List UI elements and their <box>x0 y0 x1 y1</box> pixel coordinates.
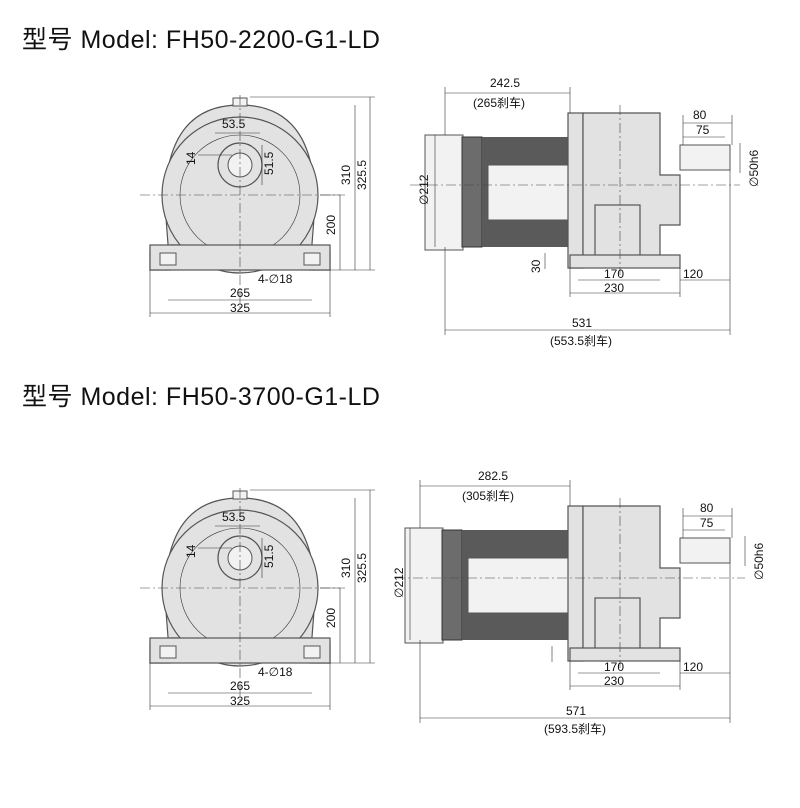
dim-mount-holes: 4-∅18 <box>258 272 293 286</box>
dim-height-310: 310 <box>339 165 353 185</box>
dim-shaft-top: 53.5 <box>222 510 246 524</box>
front-view: 53.5 14 51.5 200 310 325.5 4-∅18 265 325 <box>140 95 375 317</box>
dim-shaft-dia: ∅50h6 <box>747 150 761 187</box>
dim-motor-dia: ∅212 <box>417 174 431 205</box>
model-title-2: 型号 Model: FH50-3700-G1-LD <box>22 383 381 411</box>
dim-motor-length: 242.5 <box>490 76 520 90</box>
dim-shaft-75: 75 <box>696 123 710 137</box>
dim-mount-holes: 4-∅18 <box>258 665 293 679</box>
dim-shaft-dia: ∅50h6 <box>752 543 766 580</box>
drawing-model-2: 53.5 14 51.5 200 310 325.5 4-∅18 265 325 <box>0 468 800 808</box>
dim-total-length-brake: (553.5刹车) <box>550 333 612 348</box>
dim-base-inner: 265 <box>230 286 250 300</box>
dim-shaft-75: 75 <box>700 516 714 530</box>
dim-shaft-offset: 51.5 <box>262 544 276 568</box>
dim-base-thick: 30 <box>529 259 543 273</box>
drawing-model-1: 53.5 14 51.5 200 310 325.5 4-∅18 265 325 <box>0 75 800 415</box>
dim-motor-length-brake: (305刹车) <box>462 488 514 503</box>
dim-total-length: 531 <box>572 316 592 330</box>
dim-motor-dia: ∅212 <box>392 567 406 598</box>
dim-shaft-offset: 51.5 <box>262 151 276 175</box>
dim-base-230: 230 <box>604 281 624 295</box>
dim-base-outer: 325 <box>230 301 250 315</box>
dim-shaft-top: 53.5 <box>222 117 246 131</box>
model-title-1: 型号 Model: FH50-2200-G1-LD <box>22 26 381 54</box>
dim-overhang: 120 <box>683 660 703 674</box>
dim-base-170: 170 <box>604 267 624 281</box>
dim-height-total: 325.5 <box>355 160 369 190</box>
dim-shaft-80: 80 <box>693 108 707 122</box>
dim-height-total: 325.5 <box>355 553 369 583</box>
dim-base-outer: 325 <box>230 694 250 708</box>
dim-keyway-width: 14 <box>184 544 198 558</box>
dim-shaft-80: 80 <box>700 501 714 515</box>
side-view: 242.5 (265刹车) ∅212 80 75 ∅50h6 30 170 23… <box>410 76 761 348</box>
side-view: 282.5 (305刹车) ∅212 80 75 ∅50h6 170 230 1… <box>392 469 766 736</box>
dim-total-length: 571 <box>566 704 586 718</box>
dim-motor-length-brake: (265刹车) <box>473 95 525 110</box>
dim-total-length-brake: (593.5刹车) <box>544 721 606 736</box>
dim-base-230: 230 <box>604 674 624 688</box>
dim-center-height: 200 <box>324 215 338 235</box>
dim-center-height: 200 <box>324 608 338 628</box>
dim-overhang: 120 <box>683 267 703 281</box>
dim-base-170: 170 <box>604 660 624 674</box>
front-view: 53.5 14 51.5 200 310 325.5 4-∅18 265 325 <box>140 488 375 710</box>
dim-motor-length: 282.5 <box>478 469 508 483</box>
dim-base-inner: 265 <box>230 679 250 693</box>
dim-keyway-width: 14 <box>184 151 198 165</box>
dim-height-310: 310 <box>339 558 353 578</box>
